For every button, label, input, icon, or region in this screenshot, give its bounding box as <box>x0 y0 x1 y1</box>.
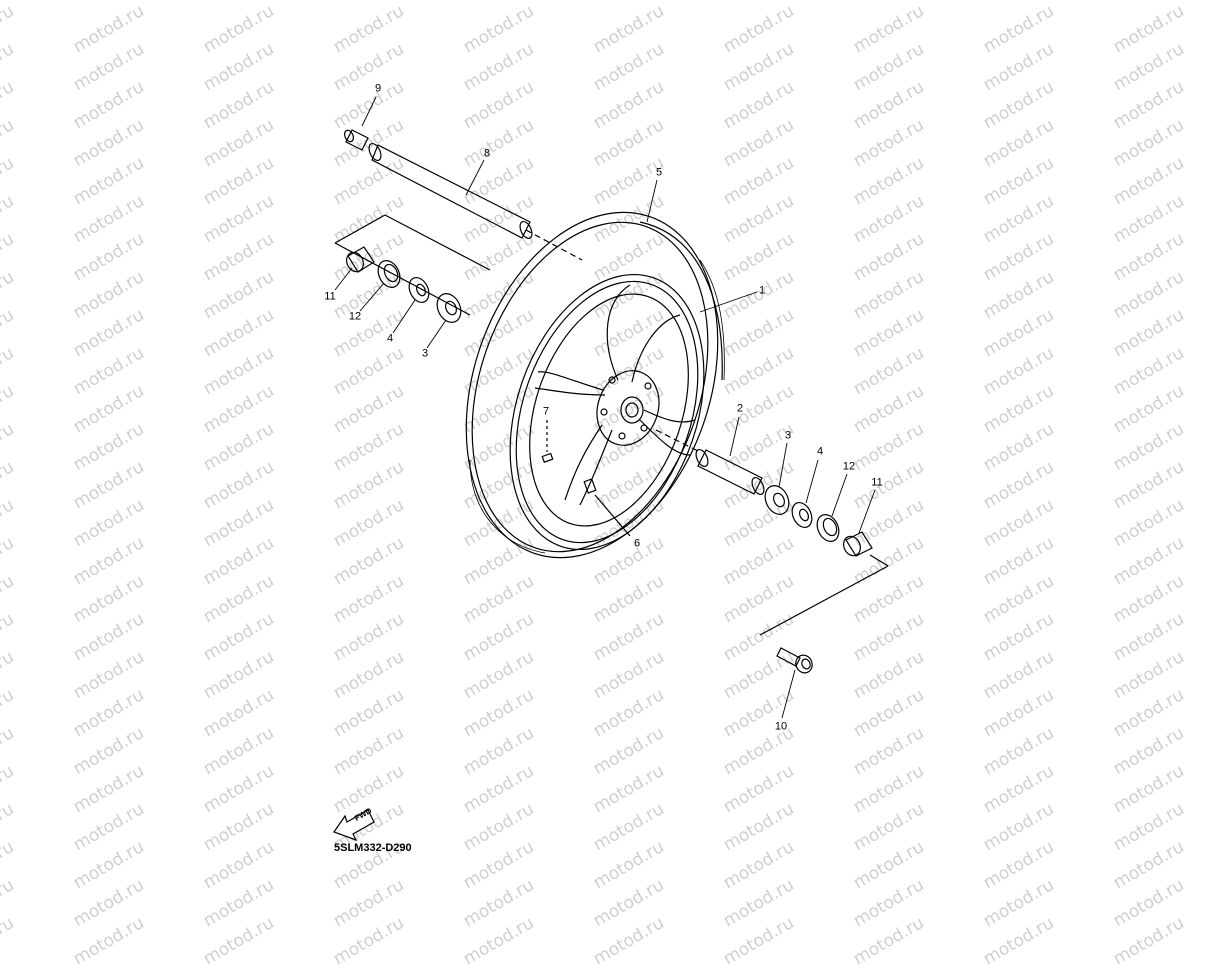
callout-3-left: 3 <box>421 347 429 360</box>
watermark-text: motod.ru <box>460 913 538 969</box>
callout-2: 2 <box>736 402 744 415</box>
watermark-text: motod.ru <box>200 913 278 969</box>
diagram-code: 5SLM332-D290 <box>334 842 412 854</box>
exploded-wheel-drawing <box>333 96 889 842</box>
watermark-text: motod.ru <box>0 913 18 969</box>
right-oil-seal <box>816 514 840 542</box>
left-oil-seal <box>377 260 401 288</box>
right-collar <box>843 531 873 557</box>
right-bearing-small <box>791 502 813 528</box>
watermark-text: motod.ru <box>980 913 1058 969</box>
callout-1: 1 <box>758 284 766 297</box>
callout-4-left: 4 <box>386 332 394 345</box>
callout-11-right: 11 <box>871 476 883 489</box>
watermark-text: motod.ru <box>70 913 148 969</box>
callout-5: 5 <box>655 166 663 179</box>
watermark-text: motod.ru <box>1110 913 1188 969</box>
watermark-text: motod.ru <box>850 913 928 969</box>
callout-8: 8 <box>483 147 491 160</box>
left-bearing-small <box>408 277 430 303</box>
axle-collar <box>343 129 369 151</box>
callout-10: 10 <box>774 720 788 733</box>
callout-11-left: 11 <box>324 290 336 303</box>
callout-12-left: 12 <box>348 310 362 323</box>
callout-7: 7 <box>542 405 550 418</box>
tire-valve <box>583 478 631 537</box>
right-group-bracket <box>759 554 889 636</box>
wheel-rim <box>509 273 705 551</box>
leader-lines <box>334 96 876 719</box>
watermark-text: motod.ru <box>590 913 668 969</box>
balance-weight <box>541 420 554 463</box>
wheel-spacer <box>655 429 765 496</box>
callout-4-right: 4 <box>816 445 824 458</box>
callout-12-right: 12 <box>842 460 856 473</box>
callout-3-right: 3 <box>784 429 792 442</box>
front-tire <box>465 211 725 559</box>
forward-arrow-icon <box>333 809 375 842</box>
watermark-text: motod.ru <box>330 913 408 969</box>
parts-diagram-canvas: motod.ru motod.ru motod.ru motod.ru motod.ru… <box>0 1 1188 969</box>
callout-6: 6 <box>633 537 641 550</box>
left-bearing <box>436 293 462 323</box>
watermark-text: motod.ru <box>720 913 798 969</box>
right-bearing <box>764 485 790 515</box>
pinch-bolt <box>776 647 813 674</box>
axle <box>368 142 583 261</box>
left-collar <box>346 246 375 273</box>
callout-9: 9 <box>374 82 382 95</box>
left-group-bracket <box>334 214 491 316</box>
